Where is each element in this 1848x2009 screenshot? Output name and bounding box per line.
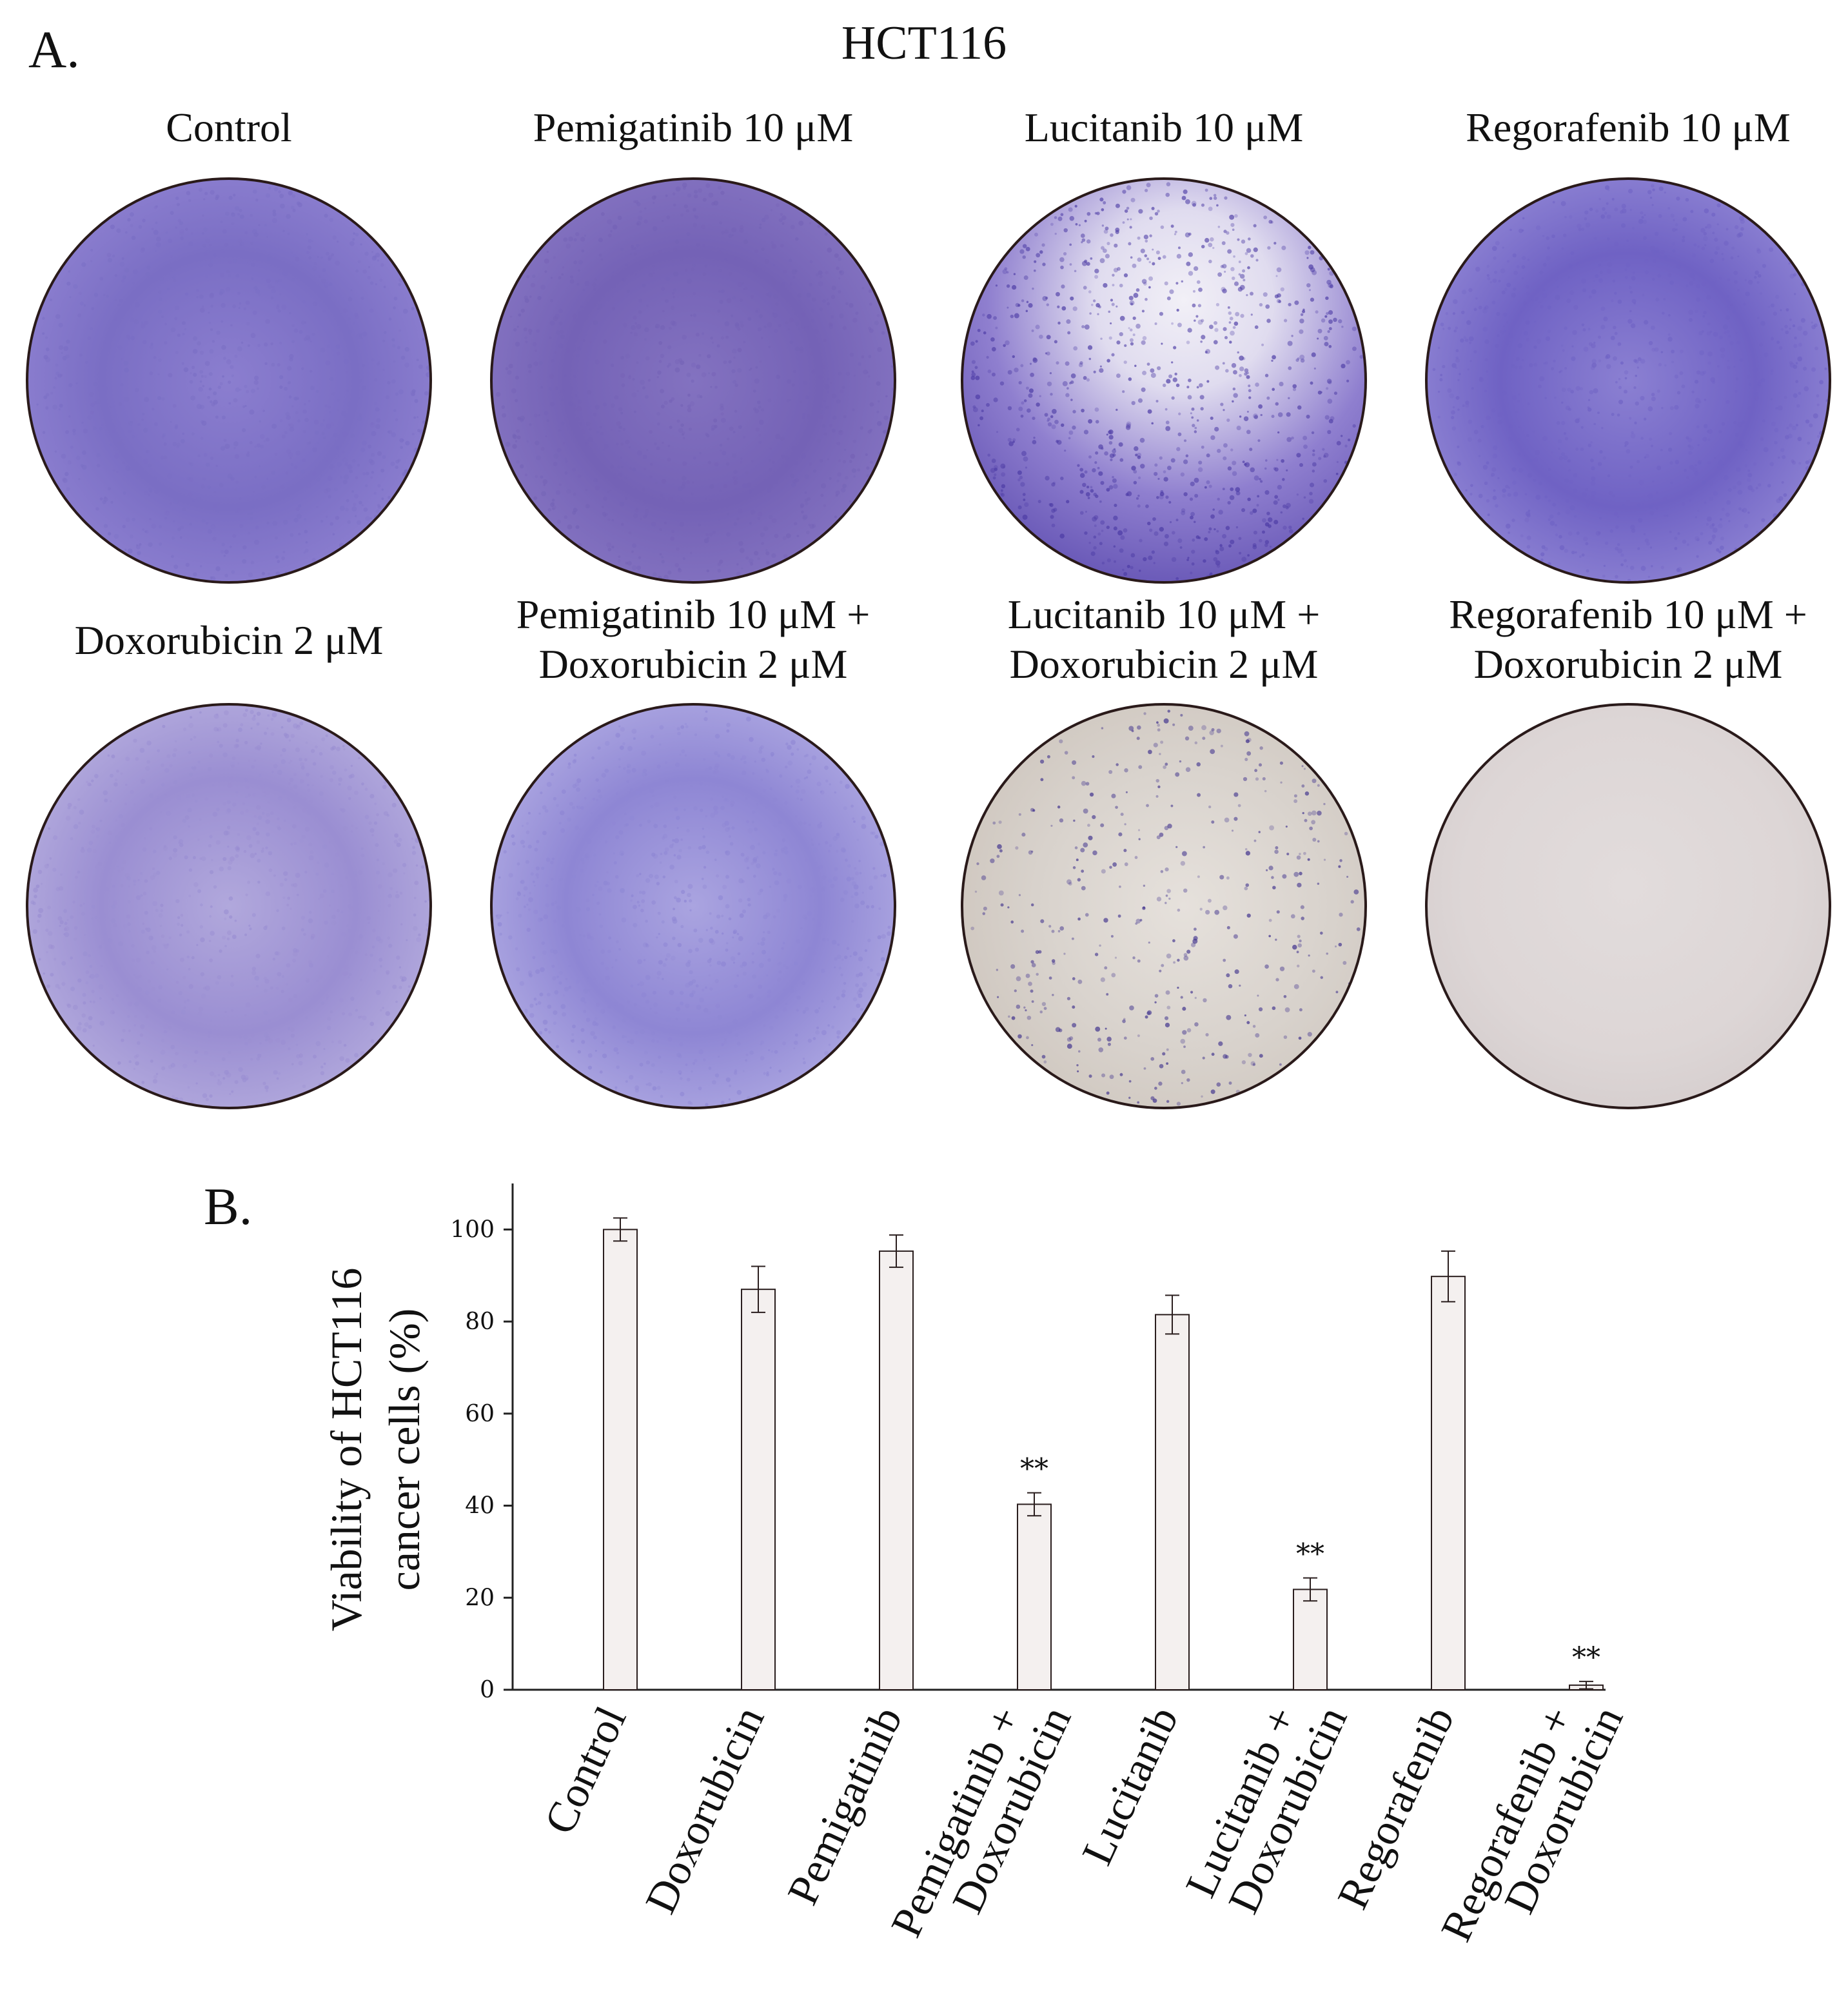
well-label: Lucitanib 10 μM +Doxorubicin 2 μM (919, 590, 1409, 689)
bar (741, 1289, 776, 1691)
x-category-label: Control (535, 1699, 636, 1841)
bar (1431, 1276, 1466, 1690)
dish-texture (970, 709, 1364, 1106)
dish-texture (1428, 706, 1831, 1109)
well-label: Regorafenib 10 μM (1383, 103, 1848, 153)
well-label-line: Regorafenib 10 μM + (1449, 591, 1807, 637)
dish-texture (495, 710, 892, 1107)
significance-label: ** (1020, 1453, 1048, 1486)
y-axis-label: cancer cells (%) (380, 1309, 429, 1591)
dish-texture (495, 183, 894, 581)
y-tick-label: 20 (465, 1585, 495, 1611)
panel-b-label: B. (204, 1177, 253, 1236)
well-label-line: Doxorubicin 2 μM (1473, 640, 1783, 687)
culture-dish (1425, 703, 1831, 1109)
cell-line-title: HCT116 (841, 17, 1007, 70)
well-label: Pemigatinib 10 μM (448, 103, 938, 153)
well-label-line: Pemigatinib 10 μM (533, 104, 854, 150)
y-axis-label: Viability of HCT116 (322, 1268, 371, 1632)
culture-dish (1425, 177, 1831, 584)
panel-a-label: A. (28, 20, 80, 79)
y-tick-label: 100 (450, 1216, 495, 1243)
well-label: Pemigatinib 10 μM +Doxorubicin 2 μM (448, 590, 938, 689)
x-category-label: Doxorubicin (635, 1699, 773, 1921)
well-label: Regorafenib 10 μM +Doxorubicin 2 μM (1383, 590, 1848, 689)
well-label-line: Control (166, 104, 292, 150)
dish-texture (1432, 184, 1829, 581)
well-label-line: Doxorubicin 2 μM (538, 640, 848, 687)
bar (879, 1250, 914, 1690)
well-label-line: Regorafenib 10 μM (1466, 104, 1791, 150)
dish-texture (36, 186, 429, 581)
well-label: Lucitanib 10 μM (919, 103, 1409, 153)
dish-texture (30, 708, 429, 1107)
bar (1293, 1588, 1328, 1690)
bar (1155, 1314, 1190, 1690)
bar (603, 1229, 638, 1690)
y-tick-label: 0 (480, 1677, 495, 1703)
y-tick-label: 60 (465, 1401, 495, 1427)
well-label: Control (0, 103, 474, 153)
significance-label: ** (1572, 1641, 1600, 1674)
y-tick-label: 80 (465, 1309, 495, 1335)
culture-dish (490, 177, 896, 584)
culture-dish (961, 703, 1367, 1109)
well-label-line: Lucitanib 10 μM + (1007, 591, 1321, 637)
y-tick-label: 40 (465, 1493, 495, 1519)
bar (1017, 1503, 1052, 1690)
dish-texture (970, 182, 1364, 580)
culture-dish (26, 177, 432, 584)
well-label-line: Doxorubicin 2 μM (1009, 640, 1319, 687)
well-label: Doxorubicin 2 μM (0, 616, 474, 666)
culture-dish (961, 177, 1367, 584)
culture-dish (26, 703, 432, 1109)
x-category-label: Pemigatinib (778, 1699, 912, 1912)
well-label-line: Lucitanib 10 μM (1024, 104, 1304, 150)
well-label-line: Pemigatinib 10 μM + (516, 591, 870, 637)
x-category-label: Lucitanib (1072, 1699, 1188, 1872)
culture-dish (490, 703, 896, 1109)
significance-label: ** (1296, 1538, 1324, 1571)
well-label-line: Doxorubicin 2 μM (74, 617, 384, 663)
